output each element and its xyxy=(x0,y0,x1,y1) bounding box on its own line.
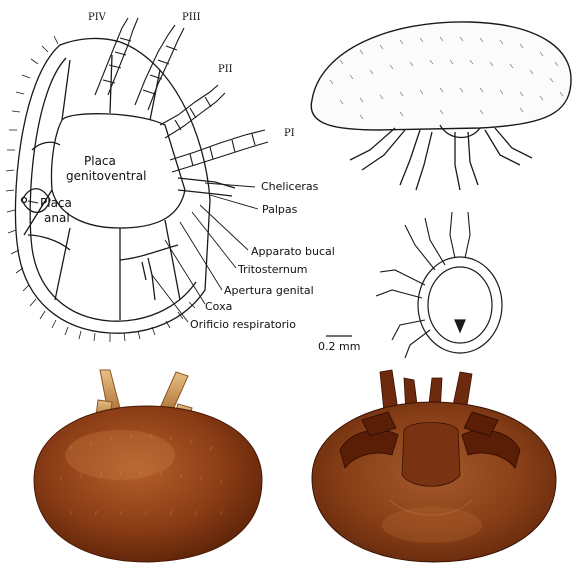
label-leg-p2: PII xyxy=(218,64,233,75)
dorsal-mite-photo xyxy=(34,370,262,562)
leg-p3 xyxy=(135,25,184,110)
leg-p2 xyxy=(160,85,225,138)
label-leg-p3: PIII xyxy=(182,12,201,23)
label-apertura-genital: Apertura genital xyxy=(224,284,314,297)
label-tritosternum: Tritosternum xyxy=(237,263,308,276)
label-cheliceras: Cheliceras xyxy=(261,180,319,193)
label-leg-p4: PIV xyxy=(88,12,107,23)
label-coxa: Coxa xyxy=(205,300,232,313)
label-placa-anal-1: Placa xyxy=(40,196,72,210)
small-dorsal-sketch xyxy=(376,212,502,358)
ventral-mite-photo xyxy=(312,370,556,562)
leg-p1 xyxy=(170,130,268,172)
scale-bar-label: 0.2 mm xyxy=(318,340,360,353)
label-leg-p1: PI xyxy=(284,128,295,139)
label-placa-genitoventral-2: genitoventral xyxy=(66,169,146,183)
scale-bar: 0.2 mm xyxy=(318,336,360,353)
label-palpas: Palpas xyxy=(262,203,298,216)
leg-p4 xyxy=(95,18,138,95)
label-orificio-respiratorio: Orificio respiratorio xyxy=(190,318,296,331)
lateral-view-drawing xyxy=(311,22,571,190)
label-placa-genitoventral-1: Placa xyxy=(84,154,116,168)
label-apparato-bucal: Apparato bucal xyxy=(251,245,335,258)
label-placa-anal-2: anal xyxy=(44,211,70,225)
